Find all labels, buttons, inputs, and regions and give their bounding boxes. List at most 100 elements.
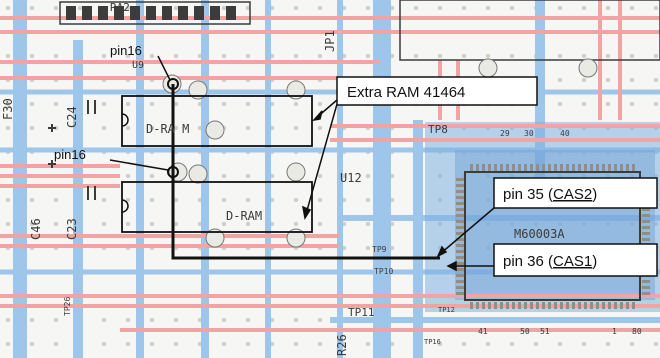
via-dot: [581, 5, 587, 11]
chip-pin: [470, 164, 473, 171]
via-dot: [221, 221, 227, 227]
chip-pin: [584, 164, 587, 171]
via-dot: [413, 5, 419, 11]
via-dot: [365, 173, 371, 179]
via-dot: [173, 317, 179, 323]
label-pin36: pin 36 (CAS1): [503, 253, 597, 270]
dram-upper-box: [121, 95, 313, 147]
chip-pin: [456, 196, 464, 199]
chip-pin: [456, 238, 464, 241]
via-dot: [317, 173, 323, 179]
silk-num-30: 30: [524, 129, 534, 138]
silk-num-29: 29: [500, 129, 510, 138]
connector-ra2-pins: [66, 6, 236, 20]
chip-pin: [642, 214, 650, 217]
label-pin35: pin 35 (CAS2): [503, 186, 597, 203]
via-dot: [173, 341, 179, 347]
via-dot: [53, 197, 59, 203]
chip-pin: [608, 164, 611, 171]
via-dot: [365, 197, 371, 203]
via-dot: [29, 221, 35, 227]
via-dot: [653, 53, 659, 59]
via-dot: [557, 5, 563, 11]
via-dot: [101, 53, 107, 59]
via-dot: [245, 197, 251, 203]
chip-pin: [642, 286, 650, 289]
via-dot: [317, 197, 323, 203]
via-dot: [29, 53, 35, 59]
via-dot: [461, 341, 467, 347]
via-dot: [101, 197, 107, 203]
via-dot: [605, 5, 611, 11]
via-dot: [5, 317, 11, 323]
via-dot: [293, 341, 299, 347]
chip-pin: [494, 164, 497, 171]
chip-pin: [536, 302, 539, 309]
via-dot: [125, 197, 131, 203]
chip-pin: [512, 302, 515, 309]
silk-num-50: 50: [520, 327, 530, 336]
chip-pin: [560, 164, 563, 171]
via-dot: [53, 221, 59, 227]
via-dot: [5, 341, 11, 347]
via-dot: [365, 5, 371, 11]
via-dot: [53, 101, 59, 107]
chip-pin: [590, 302, 593, 309]
dram-lower-box: [121, 181, 313, 233]
via-dot: [5, 197, 11, 203]
silk-c24: C24: [65, 106, 79, 128]
chip-pin: [456, 226, 464, 229]
via-dot: [125, 341, 131, 347]
via-dot: [581, 101, 587, 107]
via-dot: [629, 5, 635, 11]
chip-pin: [482, 164, 485, 171]
chip-pin: [476, 164, 479, 171]
silk-u9: U9: [132, 60, 144, 71]
via-dot: [29, 317, 35, 323]
silk-dram-lower: D-RAM: [226, 209, 262, 223]
dram-lower-notch: [121, 199, 129, 213]
via-dot: [125, 125, 131, 131]
chip-pin: [512, 164, 515, 171]
via-dot: [101, 221, 107, 227]
capacitors: [48, 100, 96, 200]
chip-pin: [554, 164, 557, 171]
chip-pin: [488, 164, 491, 171]
via-dot: [437, 5, 443, 11]
via-dot: [149, 197, 155, 203]
chip-pin: [456, 268, 464, 271]
via-dot: [437, 53, 443, 59]
via-dot: [125, 101, 131, 107]
chip-pin: [578, 164, 581, 171]
chip-pin: [602, 164, 605, 171]
via-dot: [5, 221, 11, 227]
via-dot: [149, 221, 155, 227]
chip-pin: [614, 164, 617, 171]
chip-pin: [476, 302, 479, 309]
chip-u12-outline: [464, 171, 641, 301]
silk-c46: C46: [29, 218, 43, 240]
silk-r26: R26: [335, 334, 349, 356]
via-dot: [317, 317, 323, 323]
top-right-chip: [399, 0, 660, 61]
chip-pin: [456, 190, 464, 193]
chip-pin: [642, 238, 650, 241]
chip-pin: [488, 302, 491, 309]
via-dot: [581, 77, 587, 83]
silk-ra2: RA2: [110, 1, 130, 14]
via-dot: [509, 341, 515, 347]
silk-dram-upper: D-RA M: [146, 122, 189, 136]
via-dot: [101, 317, 107, 323]
chip-pin: [456, 220, 464, 223]
chip-pin: [626, 302, 629, 309]
via-dot: [317, 53, 323, 59]
via-dot: [629, 53, 635, 59]
via-dot: [293, 5, 299, 11]
via-dot: [557, 53, 563, 59]
via-dot: [317, 341, 323, 347]
via-dot: [653, 5, 659, 11]
via-dot: [5, 53, 11, 59]
via-dot: [221, 341, 227, 347]
